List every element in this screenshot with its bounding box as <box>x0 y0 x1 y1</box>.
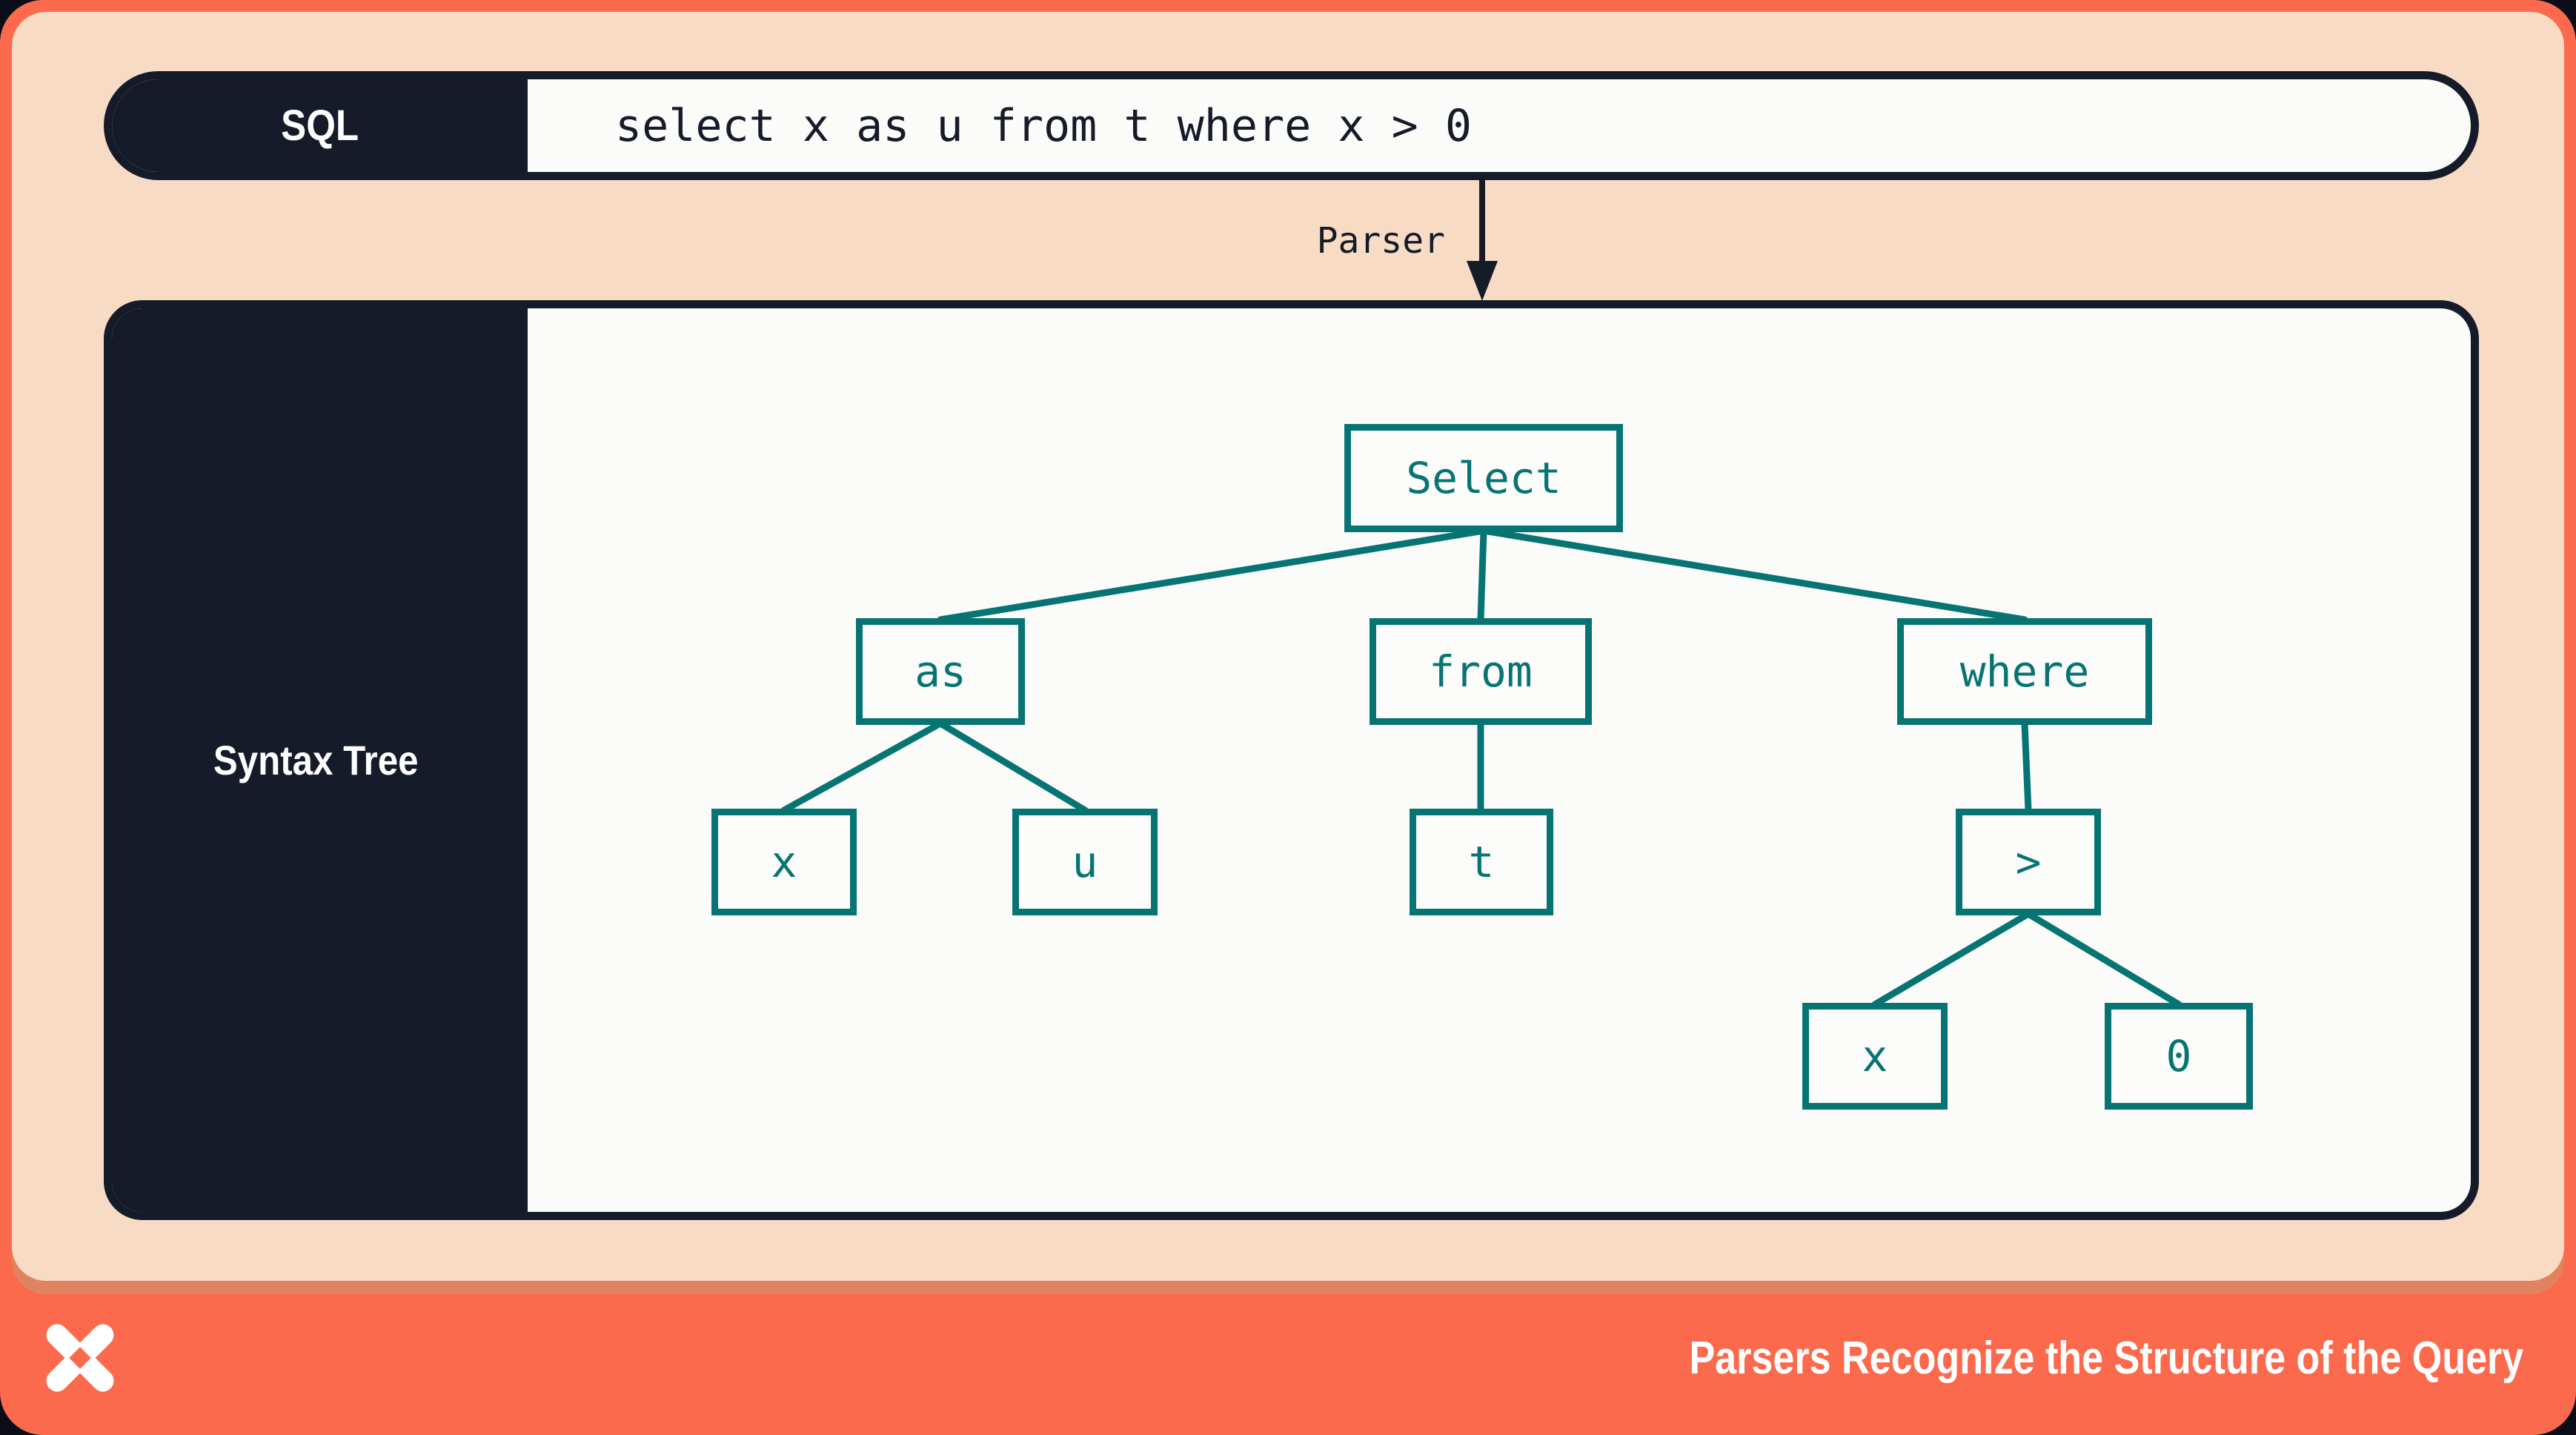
sql-query-cell: select x as u from t where x > 0 <box>528 79 2471 172</box>
tree-node-greater-than: > <box>1956 809 2101 915</box>
sql-query-text: select x as u from t where x > 0 <box>615 99 1472 152</box>
tree-node-where: where <box>1897 618 2152 725</box>
sql-bar-label: SQL <box>281 102 359 150</box>
tree-node-zero: 0 <box>2105 1003 2253 1110</box>
tree-node-from: from <box>1370 618 1592 725</box>
syntax-tree-sidebar: Syntax Tree <box>112 308 528 1212</box>
syntax-tree-canvas: Select as from where x u t > x 0 <box>112 308 2471 1212</box>
parser-arrow-line <box>1479 179 1485 261</box>
syntax-tree-label: Syntax Tree <box>213 737 419 783</box>
tree-node-u: u <box>1012 809 1158 915</box>
four-point-star-logo-icon <box>46 1324 114 1392</box>
tree-node-select: Select <box>1344 424 1623 532</box>
syntax-tree-panel: Syntax Tree Select <box>104 300 2479 1220</box>
tree-node-x-cond: x <box>1802 1003 1948 1110</box>
sql-bar: SQL select x as u from t where x > 0 <box>104 71 2479 180</box>
tree-node-t: t <box>1410 809 1553 915</box>
tree-edges <box>780 527 2182 1008</box>
tree-node-as: as <box>856 618 1025 725</box>
tree-node-x-alias: x <box>711 809 857 915</box>
parser-label: Parser <box>1316 220 1445 262</box>
footer-bar: Parsers Recognize the Structure of the Q… <box>0 1281 2576 1435</box>
sql-bar-label-cell: SQL <box>112 79 528 172</box>
parser-arrow-head-icon <box>1467 261 1498 301</box>
footer-title: Parsers Recognize the Structure of the Q… <box>1689 1332 2523 1384</box>
